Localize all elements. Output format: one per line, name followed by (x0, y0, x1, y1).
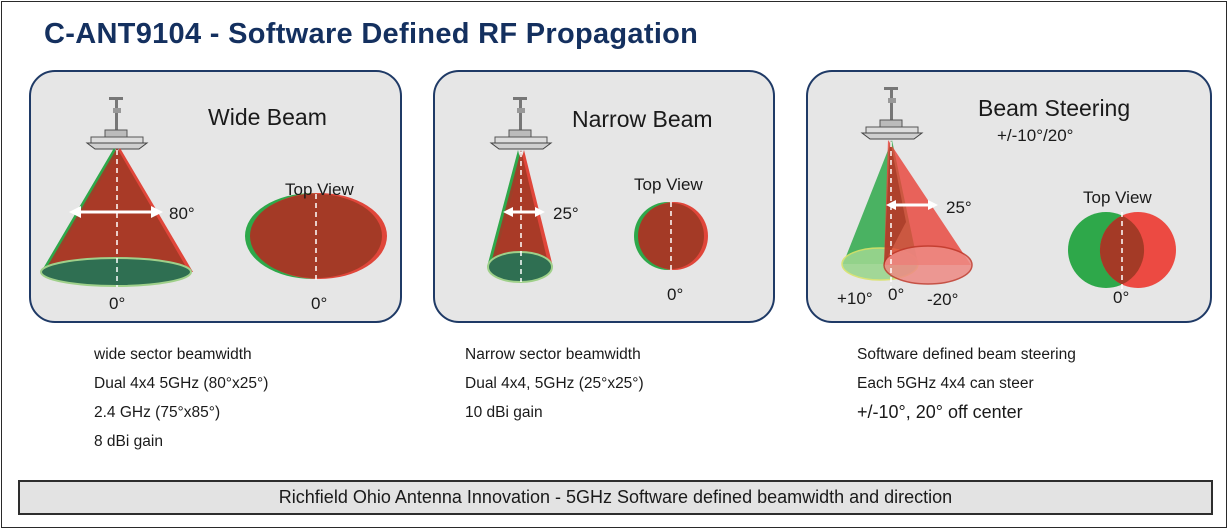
top-view-label: Top View (634, 175, 703, 194)
description-line: Each 5GHz 4x4 can steer (857, 375, 1034, 392)
antenna-icon (85, 97, 149, 150)
description-line: 10 dBi gain (465, 404, 543, 421)
footer-banner: Richfield Ohio Antenna Innovation - 5GHz… (18, 480, 1213, 515)
wide-beam-diagram (40, 97, 387, 287)
steering-top-view (1068, 212, 1176, 290)
narrow-beam-cone (487, 150, 553, 283)
wide-beam-panel: Wide Beam Top View 80° 0° 0° (29, 70, 402, 323)
top-view-center-label: 0° (1113, 288, 1130, 307)
description-line: 2.4 GHz (75°x85°) (94, 404, 221, 421)
page-title: C-ANT9104 - Software Defined RF Propagat… (44, 18, 699, 50)
beam-steering-diagram (841, 87, 1176, 292)
wide-beam-cone (40, 148, 193, 287)
top-view-center-label: 0° (667, 285, 684, 304)
steer-label-minus20: -20° (927, 290, 959, 309)
panel-title: Narrow Beam (572, 106, 713, 132)
narrow-beam-description: Narrow sector beamwidth Dual 4x4, 5GHz (… (465, 340, 644, 427)
steer-label-center: 0° (888, 285, 905, 304)
panel-title: Wide Beam (208, 104, 327, 130)
angle-label: 25° (553, 204, 579, 223)
beamwidth-arrow (503, 207, 545, 217)
narrow-beam-diagram (487, 97, 708, 283)
antenna-icon (489, 97, 553, 150)
narrow-beam-panel: Narrow Beam Top View 25° 0° (433, 70, 775, 323)
antenna-icon (860, 87, 924, 140)
panel-title: Beam Steering (978, 95, 1131, 121)
description-line: Software defined beam steering (857, 346, 1076, 363)
description-line: Narrow sector beamwidth (465, 346, 641, 363)
beamwidth-arrow (69, 206, 163, 218)
description-line: Dual 4x4 5GHz (80°x25°) (94, 375, 269, 392)
description-line: Dual 4x4, 5GHz (25°x25°) (465, 375, 644, 392)
panel-subtitle: +/-10°/20° (997, 126, 1074, 145)
angle-label: 25° (946, 198, 972, 217)
beam-steering-description: Software defined beam steering Each 5GHz… (857, 340, 1076, 427)
top-view-label: Top View (1083, 188, 1152, 207)
angle-label: 80° (169, 204, 195, 223)
wide-top-view (245, 193, 387, 282)
description-line: wide sector beamwidth (94, 346, 252, 363)
top-view-label: Top View (285, 180, 354, 199)
beam-steering-panel: Beam Steering +/-10°/20° Top View 25° +1… (806, 70, 1212, 323)
steer-label-plus10: +10° (837, 289, 873, 308)
beamwidth-arrow (886, 200, 938, 210)
top-view-center-label: 0° (311, 294, 328, 313)
narrow-top-view (634, 202, 708, 272)
wide-beam-description: wide sector beamwidth Dual 4x4 5GHz (80°… (94, 340, 268, 456)
description-line: +/-10°, 20° off center (857, 402, 1023, 422)
cone-center-label: 0° (109, 294, 126, 313)
description-line: 8 dBi gain (94, 433, 163, 450)
